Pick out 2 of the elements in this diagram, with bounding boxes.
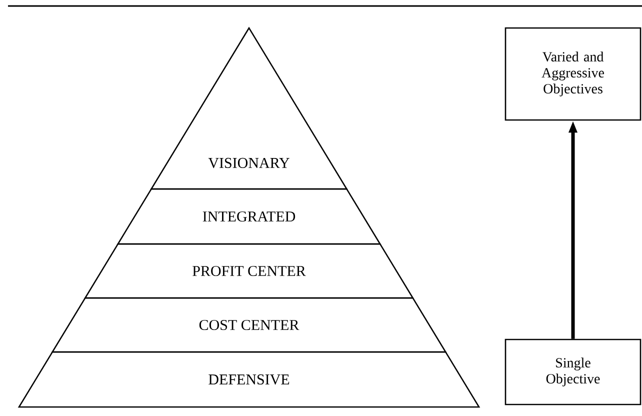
objective-box: Single Objective	[504, 338, 642, 406]
objective-box: Varied and Aggressive Objectives	[504, 27, 642, 121]
